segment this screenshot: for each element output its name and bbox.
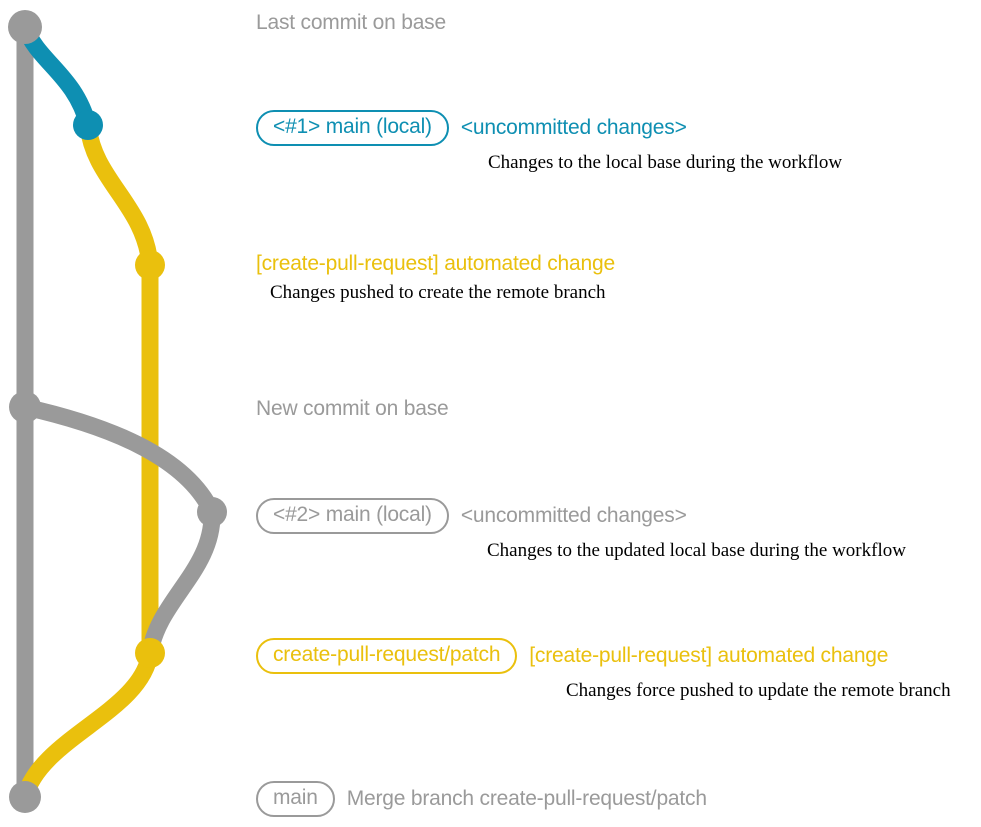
commit-node-patch-2[interactable]: [135, 638, 165, 668]
commit-head: <#1> main (local) <uncommitted changes>: [256, 110, 842, 147]
commit-annotation-base-merge: main Merge branch create-pull-request/pa…: [256, 781, 707, 818]
commit-description: Changes to the local base during the wor…: [488, 152, 843, 174]
commit-subject: <uncommitted changes>: [460, 504, 687, 527]
commit-annotation-base-new: New commit on base: [256, 397, 449, 420]
commit-annotation-base-last: Last commit on base: [256, 11, 446, 34]
commit-subject: [create-pull-request] automated change: [256, 252, 615, 275]
commit-head: main Merge branch create-pull-request/pa…: [256, 781, 707, 818]
commit-head: [create-pull-request] automated change: [256, 252, 615, 275]
commit-subject: Last commit on base: [256, 11, 446, 34]
commit-node-base-merge[interactable]: [9, 781, 41, 813]
commit-description: Changes to the updated local base during…: [487, 540, 906, 562]
edge-local1-to-patch1: [79, 116, 159, 274]
edge-patch2-to-merge: [16, 644, 159, 806]
commit-node-local-1[interactable]: [73, 110, 103, 140]
commit-node-local-2[interactable]: [197, 497, 227, 527]
ref-pill-create-pull-request-patch[interactable]: create-pull-request/patch: [256, 638, 518, 675]
commit-node-patch-1[interactable]: [135, 250, 165, 280]
ref-pill-main-local-1[interactable]: <#1> main (local): [256, 110, 449, 147]
commit-node-base-last[interactable]: [8, 10, 42, 44]
commit-annotation-local-2: <#2> main (local) <uncommitted changes> …: [256, 498, 906, 562]
commit-subject: [create-pull-request] automated change: [529, 644, 889, 667]
commit-annotation-local-1: <#1> main (local) <uncommitted changes> …: [256, 110, 842, 174]
commit-annotation-patch-1: [create-pull-request] automated change C…: [256, 252, 615, 304]
edge-local2-to-patch2: [141, 503, 221, 662]
commit-annotation-patch-2: create-pull-request/patch [create-pull-r…: [256, 638, 951, 702]
commit-description: Changes force pushed to update the remot…: [566, 680, 951, 702]
commit-head: Last commit on base: [256, 11, 446, 34]
ref-pill-main-local-2[interactable]: <#2> main (local): [256, 498, 449, 535]
commit-node-base-new[interactable]: [9, 391, 41, 423]
edge-basenew-to-local2: [16, 398, 221, 521]
commit-head: New commit on base: [256, 397, 449, 420]
commit-head: create-pull-request/patch [create-pull-r…: [256, 638, 951, 675]
commit-subject: Merge branch create-pull-request/patch: [346, 787, 707, 810]
ref-pill-main[interactable]: main: [256, 781, 335, 818]
commit-subject: New commit on base: [256, 397, 449, 420]
commit-description: Changes pushed to create the remote bran…: [270, 282, 606, 304]
commit-subject: <uncommitted changes>: [460, 116, 687, 139]
commit-head: <#2> main (local) <uncommitted changes>: [256, 498, 906, 535]
